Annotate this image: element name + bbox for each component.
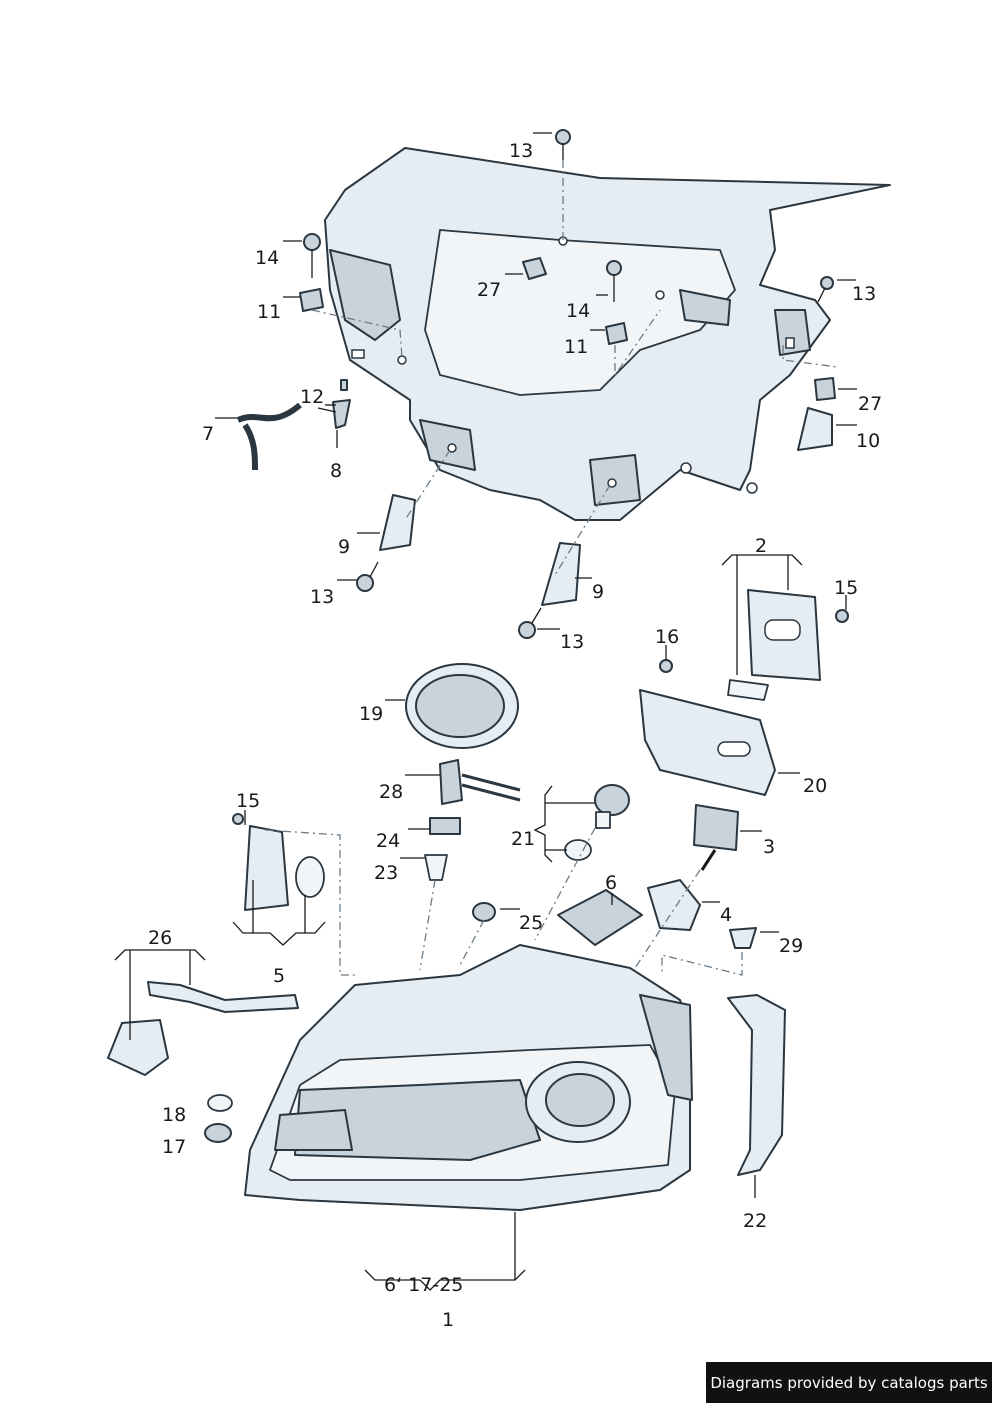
callout-3: 3 — [763, 836, 775, 858]
headlamp-housing — [244, 944, 693, 1211]
fasteners-upper — [236, 129, 836, 471]
brackets-9 — [356, 494, 581, 639]
callout-27-right: 27 — [858, 393, 882, 415]
callout-4: 4 — [720, 904, 732, 926]
callout-17: 17 — [162, 1136, 186, 1158]
callout-22: 22 — [743, 1210, 767, 1232]
callout-9-left: 9 — [338, 536, 350, 558]
callout-19: 19 — [359, 703, 383, 725]
callout-27-mid: 27 — [477, 279, 501, 301]
callout-8: 8 — [330, 460, 342, 482]
callout-11-mid: 11 — [564, 336, 588, 358]
callout-15-left: 15 — [236, 790, 260, 812]
callout-24: 24 — [376, 830, 400, 852]
callout-12: 12 — [300, 386, 324, 408]
callout-14-left: 14 — [255, 247, 279, 269]
guide-lines — [264, 160, 839, 976]
credit-badge: Diagrams provided by catalogs parts — [706, 1362, 992, 1403]
callout-29: 29 — [779, 935, 803, 957]
callout-6: 6 — [605, 872, 617, 894]
callout-14-mid: 14 — [566, 300, 590, 322]
callout-20: 20 — [803, 775, 827, 797]
callout-5: 5 — [273, 965, 285, 987]
callout-25: 25 — [519, 912, 543, 934]
cover-strip-22 — [727, 994, 786, 1176]
callout-21: 21 — [511, 828, 535, 850]
callout-23: 23 — [374, 862, 398, 884]
callout-13-top: 13 — [509, 140, 533, 162]
left-components — [107, 813, 325, 1143]
callout-13-mid-low: 13 — [560, 631, 584, 653]
credit-text: Diagrams provided by catalogs parts — [710, 1373, 988, 1392]
callout-7: 7 — [202, 423, 214, 445]
callout-18: 18 — [162, 1104, 186, 1126]
callout-13-left-low: 13 — [310, 586, 334, 608]
callout-11-left: 11 — [257, 301, 281, 323]
callout-28: 28 — [379, 781, 403, 803]
callout-range-6-17-25: 6ʻ 17-25 — [384, 1274, 463, 1296]
callout-10: 10 — [856, 430, 880, 452]
callout-16: 16 — [655, 626, 679, 648]
callout-1: 1 — [442, 1309, 454, 1331]
callout-2: 2 — [755, 535, 767, 557]
callout-13-right: 13 — [852, 283, 876, 305]
callout-numbers: 13 14 27 13 14 11 11 12 27 7 10 8 2 9 15… — [148, 140, 882, 1331]
callout-9-right: 9 — [592, 581, 604, 603]
bulbs-and-covers — [405, 663, 757, 949]
callout-15-right: 15 — [834, 577, 858, 599]
leader-lines — [114, 132, 857, 1291]
callout-26: 26 — [148, 927, 172, 949]
control-unit-assembly — [639, 589, 849, 796]
